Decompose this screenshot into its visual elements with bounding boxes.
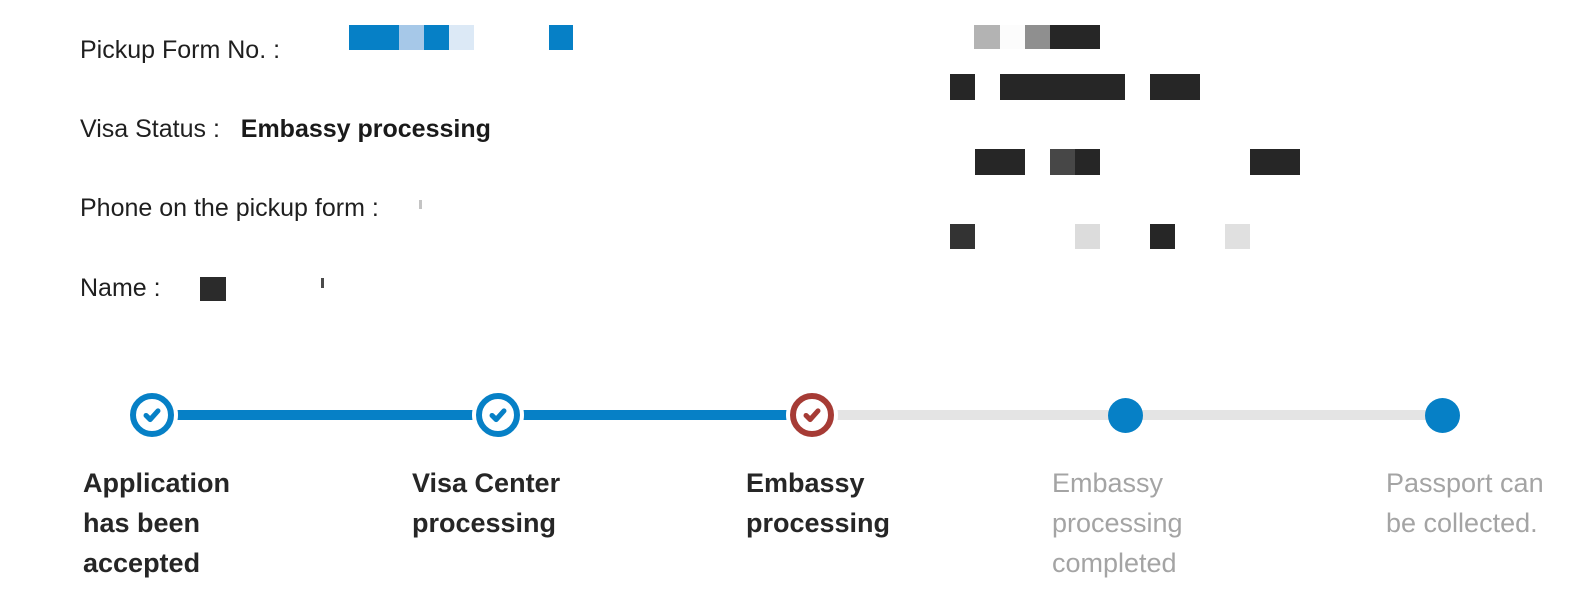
redaction-block [419, 200, 422, 209]
check-icon [489, 408, 507, 423]
phone-row: Phone on the pickup form : [80, 194, 379, 222]
redaction-block [1225, 224, 1250, 249]
step-2-node [476, 393, 520, 437]
redaction-block [950, 74, 975, 100]
redaction-block [1075, 149, 1100, 175]
redaction-block [1000, 74, 1125, 100]
pickup-form-label: Pickup Form No. : [80, 36, 281, 64]
visa-status-row: Visa Status : Embassy processing [80, 115, 491, 143]
redaction-block [975, 149, 1025, 175]
visa-status-value: Embassy processing [240, 115, 491, 143]
step-3-node [790, 393, 834, 437]
redaction-block [1050, 149, 1075, 175]
pickup-form-row: Pickup Form No. : [80, 36, 280, 64]
redaction-block [399, 25, 424, 50]
name-label: Name : [80, 274, 161, 302]
step-1-label: Application has been accepted [83, 468, 230, 578]
step-4-node [1108, 398, 1143, 433]
redaction-block [424, 25, 449, 50]
name-row: Name : [80, 274, 161, 302]
phone-label: Phone on the pickup form : [80, 194, 379, 222]
redaction-block [549, 25, 573, 50]
redaction-block [1025, 25, 1050, 49]
check-icon [803, 408, 821, 423]
step-5-node [1425, 398, 1460, 433]
redaction-block [1000, 25, 1025, 49]
redaction-block [1250, 149, 1300, 175]
redaction-block [1150, 74, 1200, 100]
redaction-block [321, 278, 324, 288]
redaction-block [200, 277, 226, 301]
step-5-label: Passport can be collected. [1386, 468, 1544, 538]
redaction-block [1075, 224, 1100, 249]
step-1-node [130, 393, 174, 437]
redaction-block [974, 25, 1000, 49]
redaction-block [1150, 224, 1175, 249]
redaction-block [1050, 25, 1100, 49]
check-icon [143, 408, 161, 423]
step-3-label: Embassy processing [746, 468, 891, 538]
step-4-label: Embassy processing completed [1052, 468, 1183, 578]
redaction-block [449, 25, 474, 50]
step-2-label: Visa Center processing [412, 468, 561, 538]
redaction-block [349, 25, 399, 50]
redaction-block [950, 224, 975, 249]
visa-status-label: Visa Status : [80, 115, 220, 143]
